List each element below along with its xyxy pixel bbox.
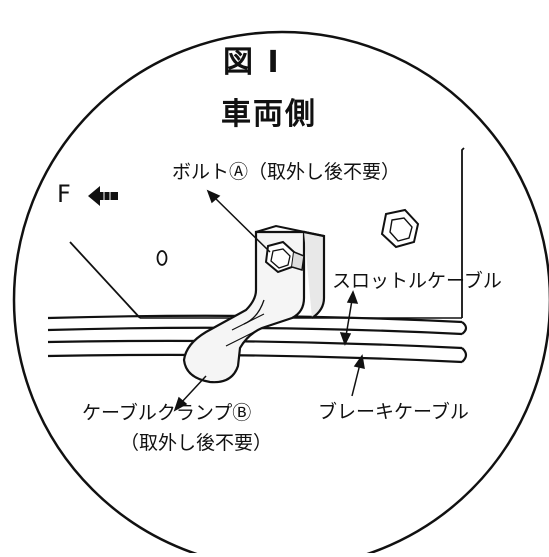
cable-clamp-label: ケーブルクランプⒷ — [82, 402, 252, 424]
throttle-cable-label: スロットルケーブル — [332, 270, 502, 292]
panel-hole — [156, 250, 168, 266]
front-direction-arrow — [88, 186, 118, 206]
figure-subtitle: 車両側 — [221, 97, 317, 132]
front-marker-label: F — [57, 180, 71, 208]
cable-clamp-note: （取外し後不要） — [120, 432, 273, 454]
hex-bolt-panel — [380, 208, 420, 249]
clamp-bolt-a — [264, 240, 305, 274]
figure-title: 図 I — [223, 45, 281, 80]
bolt-a-label: ボルトⒶ（取外し後不要） — [172, 161, 401, 183]
brake-cable-label: ブレーキケーブル — [318, 401, 469, 423]
panel-edge-line — [69, 241, 141, 319]
cable-clamp-drawing — [182, 224, 326, 384]
panel-right-edge — [461, 147, 465, 318]
leader-arrows — [173, 189, 365, 412]
circular-frame — [12, 30, 549, 557]
